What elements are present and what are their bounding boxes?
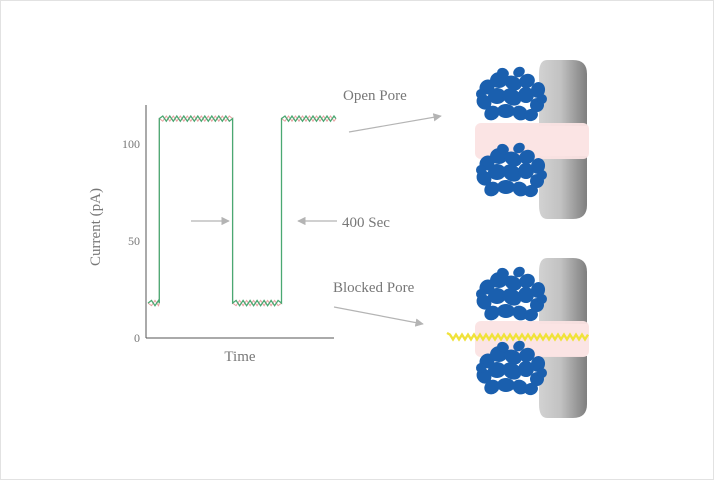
- protein-subunit: [476, 89, 486, 99]
- membrane-upper: [539, 60, 587, 126]
- x-axis-label: Time: [224, 349, 255, 365]
- protein-subunit: [502, 164, 522, 182]
- protein-subunit: [504, 151, 522, 167]
- open-pore-label: Open Pore: [343, 88, 407, 104]
- dna-strand: [446, 331, 590, 342]
- protein-subunit: [502, 288, 522, 306]
- protein-subunit: [524, 184, 538, 198]
- protein-subunit: [484, 181, 500, 197]
- protein-subunit: [502, 362, 522, 380]
- protein-subunit: [502, 88, 522, 106]
- protein-subunit: [530, 282, 546, 298]
- protein-subunit: [518, 361, 534, 377]
- membrane-lower: [539, 156, 587, 219]
- protein-subunit: [524, 382, 538, 396]
- protein-subunit: [519, 273, 535, 289]
- blocked-pore-illustration: [446, 258, 590, 418]
- protein-subunit: [512, 105, 528, 121]
- protein-subunit: [537, 170, 547, 180]
- protein-subunit: [524, 108, 538, 122]
- protein-subunit: [497, 303, 515, 319]
- protein-top: [476, 66, 547, 122]
- trace-line: [147, 114, 337, 307]
- protein-subunit: [513, 142, 525, 154]
- protein-subunit: [488, 163, 506, 181]
- open-pore-illustration: [475, 60, 589, 219]
- protein-subunit: [519, 347, 535, 363]
- protein-subunit: [537, 94, 547, 104]
- protein-subunit: [504, 75, 522, 91]
- y-tick-label: 0: [134, 331, 140, 345]
- protein-subunit: [497, 267, 509, 279]
- protein-subunit: [476, 289, 486, 299]
- y-tick-label: 100: [122, 137, 140, 151]
- protein-subunit: [476, 363, 486, 373]
- protein-subunit: [518, 163, 534, 179]
- duration-label: 400 Sec: [342, 215, 390, 231]
- protein-subunit: [497, 341, 509, 353]
- pore-labels: Open Pore Blocked Pore: [333, 88, 442, 327]
- protein-subunit: [537, 368, 547, 378]
- protein-subunit: [518, 287, 534, 303]
- protein-subunit: [513, 266, 525, 278]
- membrane-upper: [539, 258, 587, 324]
- blocked-pore-label: Blocked Pore: [333, 280, 415, 296]
- trace-noise-line: [147, 115, 337, 307]
- y-tick-label: 50: [128, 234, 140, 248]
- blocked-pore-arrow: [333, 306, 424, 327]
- protein-subunit: [519, 73, 535, 89]
- protein-subunit: [497, 143, 509, 155]
- protein-subunit: [488, 287, 506, 305]
- protein-subunit: [504, 275, 522, 291]
- protein-subunit: [488, 87, 506, 105]
- protein-subunit: [497, 67, 509, 79]
- protein-subunit: [537, 294, 547, 304]
- protein-subunit: [488, 361, 506, 379]
- protein-bottom: [476, 340, 547, 396]
- open-pore-arrow: [348, 113, 442, 133]
- protein-subunit: [513, 340, 525, 352]
- protein-subunit: [519, 149, 535, 165]
- protein-subunit: [497, 179, 515, 195]
- protein-subunit: [512, 305, 528, 321]
- protein-subunit: [518, 87, 534, 103]
- protein-subunit: [484, 305, 500, 321]
- protein-subunit: [530, 82, 546, 98]
- protein-subunit: [476, 165, 486, 175]
- protein-bottom: [476, 142, 547, 198]
- duration-annotation: 400 Sec: [191, 215, 390, 231]
- protein-top: [476, 266, 547, 322]
- protein-subunit: [497, 377, 515, 393]
- y-tick-labels: 0 50 100: [122, 137, 140, 345]
- protein-subunit: [484, 105, 500, 121]
- y-axis-label: Current (pA): [88, 188, 104, 266]
- protein-subunit: [497, 103, 515, 119]
- chart: 0 50 100 Current (pA) Time: [88, 105, 337, 365]
- current-trace: [147, 114, 337, 307]
- protein-subunit: [512, 379, 528, 395]
- protein-subunit: [524, 308, 538, 322]
- protein-subunit: [484, 379, 500, 395]
- protein-subunit: [530, 158, 546, 174]
- protein-subunit: [530, 356, 546, 372]
- protein-subunit: [504, 349, 522, 365]
- protein-subunit: [513, 66, 525, 78]
- membrane-lower: [539, 356, 587, 418]
- protein-subunit: [512, 181, 528, 197]
